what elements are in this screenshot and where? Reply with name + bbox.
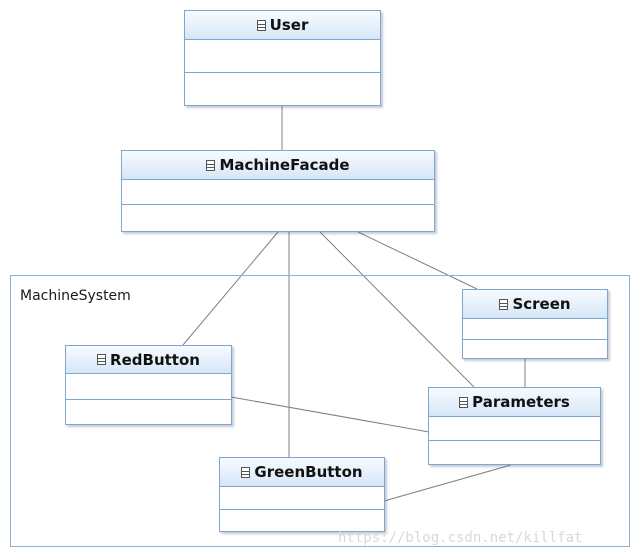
operations-compartment bbox=[220, 510, 384, 531]
class-greenbutton[interactable]: GreenButton bbox=[219, 457, 385, 532]
class-parameters[interactable]: Parameters bbox=[428, 387, 601, 465]
operations-compartment bbox=[66, 400, 231, 424]
assoc-machinefacade-screen bbox=[357, 231, 478, 290]
class-icon bbox=[459, 396, 469, 408]
class-name: RedButton bbox=[110, 350, 200, 369]
assoc-machinefacade-parameters bbox=[319, 231, 475, 388]
class-icon bbox=[256, 19, 266, 31]
attributes-compartment bbox=[122, 180, 434, 205]
class-icon bbox=[499, 298, 509, 310]
class-screen[interactable]: Screen bbox=[462, 289, 608, 359]
class-greenbutton-header: GreenButton bbox=[220, 458, 384, 487]
attributes-compartment bbox=[220, 487, 384, 510]
class-machinefacade-header: MachineFacade bbox=[122, 151, 434, 180]
class-machinefacade[interactable]: MachineFacade bbox=[121, 150, 435, 232]
attributes-compartment bbox=[185, 40, 380, 73]
class-name: User bbox=[269, 16, 309, 34]
attributes-compartment bbox=[429, 417, 600, 441]
class-user[interactable]: User bbox=[184, 10, 381, 106]
class-screen-header: Screen bbox=[463, 290, 607, 319]
assoc-greenbutton-parameters bbox=[383, 464, 512, 502]
class-name: MachineFacade bbox=[219, 156, 350, 174]
class-redbutton[interactable]: RedButton bbox=[65, 345, 232, 425]
class-parameters-header: Parameters bbox=[429, 388, 600, 417]
operations-compartment bbox=[463, 340, 607, 358]
assoc-machinefacade-redbutton bbox=[182, 231, 279, 346]
operations-compartment bbox=[122, 205, 434, 231]
class-redbutton-header: RedButton bbox=[66, 346, 231, 374]
operations-compartment bbox=[429, 441, 600, 464]
assoc-redbutton-parameters bbox=[230, 396, 430, 433]
class-icon bbox=[206, 159, 216, 171]
watermark-text: https://blog.csdn.net/killfat bbox=[338, 530, 583, 546]
package-machinesystem bbox=[10, 275, 630, 547]
class-user-header: User bbox=[185, 11, 380, 40]
attributes-compartment bbox=[463, 319, 607, 340]
class-icon bbox=[97, 354, 107, 365]
attributes-compartment bbox=[66, 374, 231, 400]
class-name: Parameters bbox=[472, 393, 570, 411]
class-name: GreenButton bbox=[254, 463, 363, 481]
class-icon bbox=[241, 466, 251, 478]
class-name: Screen bbox=[512, 295, 571, 313]
package-label: MachineSystem bbox=[20, 288, 131, 304]
operations-compartment bbox=[185, 73, 380, 105]
